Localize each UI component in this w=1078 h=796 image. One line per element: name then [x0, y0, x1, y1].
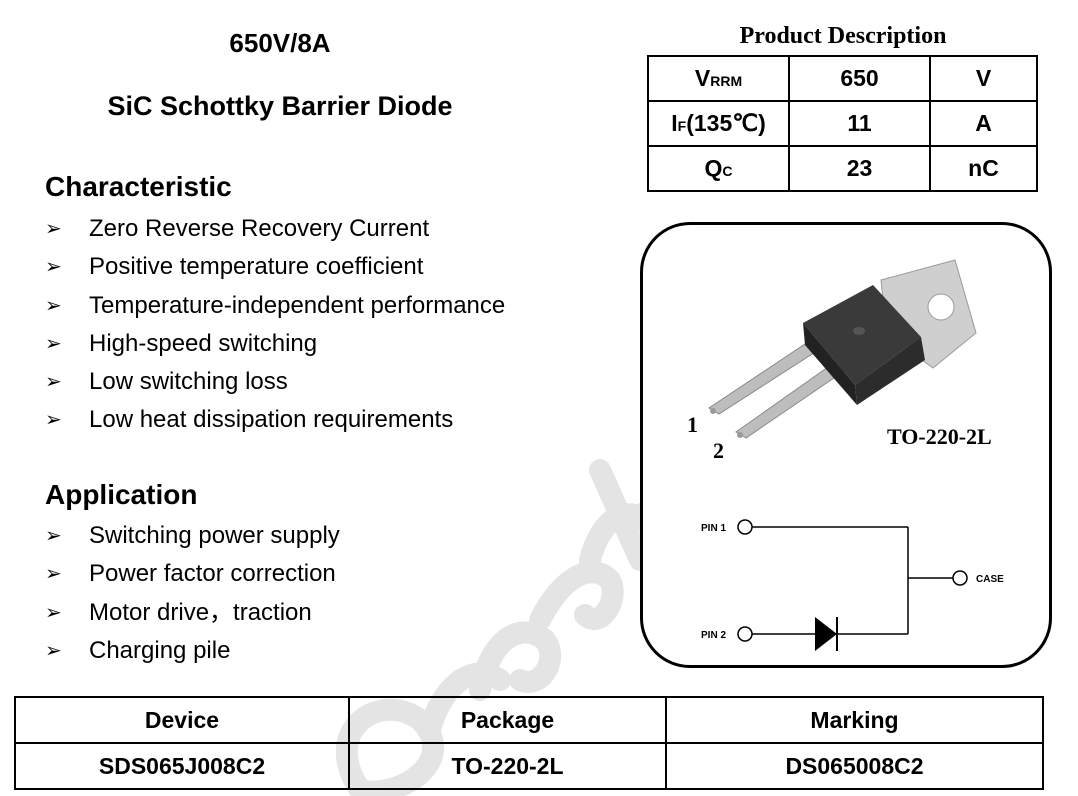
- bullet-arrow-icon: ➢: [45, 525, 62, 547]
- table-row: IF(135℃) 11 A: [647, 100, 1038, 147]
- param-value: 23: [788, 145, 931, 192]
- product-description-table: VRRM 650 V IF(135℃) 11 A QC 23 nC: [647, 55, 1038, 192]
- bullet-arrow-icon: ➢: [45, 332, 62, 355]
- package-cell: TO-220-2L: [348, 742, 667, 790]
- param-unit: A: [929, 100, 1038, 147]
- device-cell: SDS065J008C2: [14, 742, 350, 790]
- pin-number-1: 1: [687, 412, 698, 437]
- bullet-arrow-icon: ➢: [45, 601, 62, 624]
- schematic-diagram: PIN 1 CASE PIN 2: [701, 519, 1004, 651]
- product-description-title: Product Description: [739, 23, 947, 49]
- bullet-arrow-icon: ➢: [45, 409, 62, 432]
- diode-symbol-icon: [815, 617, 837, 651]
- product-name: SiC Schottky Barrier Diode: [107, 91, 453, 121]
- column-header: Package: [348, 696, 667, 744]
- bullet-arrow-icon: ➢: [45, 639, 62, 662]
- characteristic-heading: Characteristic: [45, 171, 232, 202]
- application-heading: Application: [45, 479, 198, 510]
- pin2-terminal-icon: [737, 626, 753, 642]
- pin-number-2: 2: [713, 438, 724, 463]
- bullet-arrow-icon: ➢: [45, 294, 62, 317]
- param-value: 11: [788, 100, 931, 147]
- bullet-arrow-icon: ➢: [45, 218, 62, 240]
- param-unit: nC: [929, 145, 1038, 192]
- device-table: Device Package Marking SDS065J008C2 TO-2…: [14, 696, 1044, 790]
- table-row: QC 23 nC: [647, 145, 1038, 192]
- pin1-label: PIN 1: [701, 523, 726, 534]
- bullet-arrow-icon: ➢: [45, 371, 62, 394]
- param-symbol: QC: [647, 145, 790, 192]
- param-value: 650: [788, 55, 931, 102]
- param-unit: V: [929, 55, 1038, 102]
- marking-cell: DS065008C2: [665, 742, 1044, 790]
- bullet-arrow-icon: ➢: [45, 256, 62, 279]
- package-illustration: 1 2 TO-220-2L PIN 1 CASE PIN 2: [687, 259, 1004, 651]
- table-row: SDS065J008C2 TO-220-2L DS065008C2: [14, 742, 1044, 790]
- case-terminal-icon: [952, 570, 968, 586]
- table-header-row: Device Package Marking: [14, 696, 1044, 744]
- bullet-arrow-icon: ➢: [45, 563, 62, 586]
- package-body-icon: [803, 285, 925, 405]
- pin1-terminal-icon: [737, 519, 753, 535]
- param-symbol: VRRM: [647, 55, 790, 102]
- column-header: Marking: [665, 696, 1044, 744]
- rating-title: 650V/8A: [229, 28, 331, 58]
- column-header: Device: [14, 696, 350, 744]
- case-label: CASE: [976, 574, 1004, 585]
- package-panel: 1 2 TO-220-2L PIN 1 CASE PIN 2: [640, 222, 1052, 668]
- pin2-label: PIN 2: [701, 630, 726, 641]
- table-row: VRRM 650 V: [647, 55, 1038, 102]
- package-label: TO-220-2L: [887, 424, 992, 449]
- param-symbol: IF(135℃): [647, 100, 790, 147]
